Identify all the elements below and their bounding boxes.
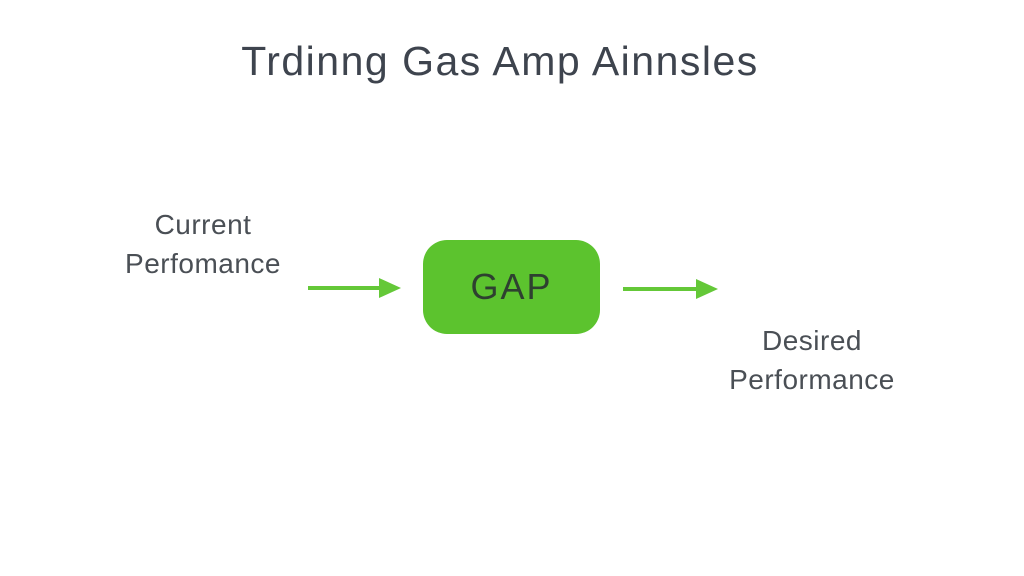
arrow-right-icon <box>622 276 718 307</box>
current-performance-line2: Perfomance <box>125 248 281 279</box>
page-title: Trdinng Gas Amp Ainnsles <box>241 38 759 84</box>
gap-box-label: GAP <box>470 266 553 307</box>
arrow-right-icon <box>307 275 401 306</box>
current-performance-line1: Current <box>154 209 252 240</box>
current-performance-label: Current Perfomance <box>103 205 303 283</box>
desired-performance-line2: Performance <box>729 364 895 395</box>
desired-performance-line1: Desired <box>762 325 862 356</box>
gap-box: GAP <box>423 240 600 334</box>
desired-performance-label: Desired Performance <box>702 321 922 399</box>
